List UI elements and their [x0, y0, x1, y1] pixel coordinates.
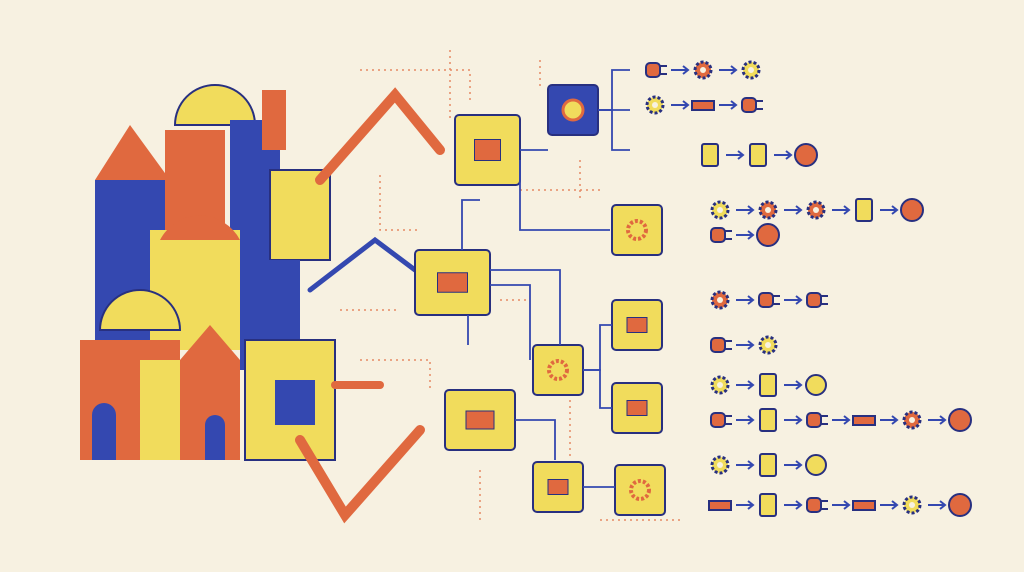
switch-shape — [760, 454, 776, 476]
gear-hub — [909, 502, 915, 508]
plug-body — [711, 413, 725, 427]
flow-box — [612, 383, 662, 433]
control-panel-icon — [475, 140, 501, 161]
gear-icon — [743, 62, 759, 78]
gear-icon — [712, 202, 728, 218]
building — [150, 230, 240, 350]
gear-hub — [765, 342, 771, 348]
plug-body — [807, 293, 821, 307]
valve-shape — [853, 501, 875, 510]
gear-icon — [760, 337, 776, 353]
gear-box-upper — [612, 205, 662, 255]
machine-top — [455, 115, 520, 185]
switch-shape — [760, 494, 776, 516]
plug-body — [807, 498, 821, 512]
plug-body — [807, 413, 821, 427]
plug-body — [711, 228, 725, 242]
gear-hub — [748, 67, 754, 73]
switch-icon — [760, 374, 776, 396]
button-shape — [795, 144, 817, 166]
switch-icon — [760, 409, 776, 431]
valve-icon — [853, 501, 875, 510]
circuit-icon — [548, 480, 568, 495]
gear-hub — [765, 207, 771, 213]
gear-icon — [712, 292, 728, 308]
button-icon — [757, 224, 779, 246]
gear-icon — [712, 377, 728, 393]
machine-center — [415, 250, 490, 315]
control-panel-icon — [438, 273, 468, 293]
screen — [275, 380, 315, 425]
gear-box-middle-body — [533, 345, 583, 395]
gear-hub — [652, 102, 658, 108]
gear-icon — [904, 497, 920, 513]
valve-icon — [853, 416, 875, 425]
button-icon — [949, 494, 971, 516]
switch-icon — [856, 199, 872, 221]
gear-box-upper-body — [612, 205, 662, 255]
plug-body — [759, 293, 773, 307]
folder-box — [612, 300, 662, 350]
gear-icon — [760, 202, 776, 218]
gear-hub — [909, 417, 915, 423]
valve-shape — [853, 416, 875, 425]
gear-hub — [717, 297, 723, 303]
faucet-icon — [692, 101, 714, 110]
plug-body — [646, 63, 660, 77]
gear-icon — [904, 412, 920, 428]
folder-icon — [627, 318, 647, 333]
switch-icon — [750, 144, 766, 166]
switch-shape — [750, 144, 766, 166]
switch-icon — [760, 454, 776, 476]
button-icon — [949, 409, 971, 431]
gear-box-middle — [533, 345, 583, 395]
control-panel-icon — [466, 411, 494, 429]
outlet-shape — [806, 375, 826, 395]
dial-box — [548, 85, 598, 135]
gear-hub — [813, 207, 819, 213]
outlet-icon — [806, 375, 826, 395]
outlet-shape — [806, 455, 826, 475]
chip-box — [533, 462, 583, 512]
gear-icon — [647, 97, 663, 113]
flowchart-icon — [627, 401, 647, 416]
outlet-icon — [806, 455, 826, 475]
switch-shape — [856, 199, 872, 221]
gear-box-lower-body — [615, 465, 665, 515]
faucet-shape — [709, 501, 731, 510]
plug-body — [742, 98, 756, 112]
machine-bottom — [445, 390, 515, 450]
gear-icon — [712, 457, 728, 473]
button-shape — [901, 199, 923, 221]
gear-icon — [695, 62, 711, 78]
faucet-icon — [709, 501, 731, 510]
gear-hub — [717, 207, 723, 213]
power-button-icon — [795, 144, 817, 166]
gear-box-lower — [615, 465, 665, 515]
button-shape — [949, 494, 971, 516]
button-icon — [901, 199, 923, 221]
faucet-shape — [692, 101, 714, 110]
switch-box-icon — [702, 144, 718, 166]
gear-hub — [717, 382, 723, 388]
door — [92, 403, 116, 460]
button-shape — [949, 409, 971, 431]
dial-icon — [563, 100, 583, 120]
door — [205, 415, 225, 460]
button-shape — [757, 224, 779, 246]
plug-body — [711, 338, 725, 352]
gears-icon — [808, 202, 824, 218]
switch-shape — [702, 144, 718, 166]
gear-hub — [717, 462, 723, 468]
silo — [262, 90, 286, 150]
switch-shape — [760, 409, 776, 431]
switch-icon — [760, 494, 776, 516]
switch-shape — [760, 374, 776, 396]
gear-hub — [700, 67, 706, 73]
